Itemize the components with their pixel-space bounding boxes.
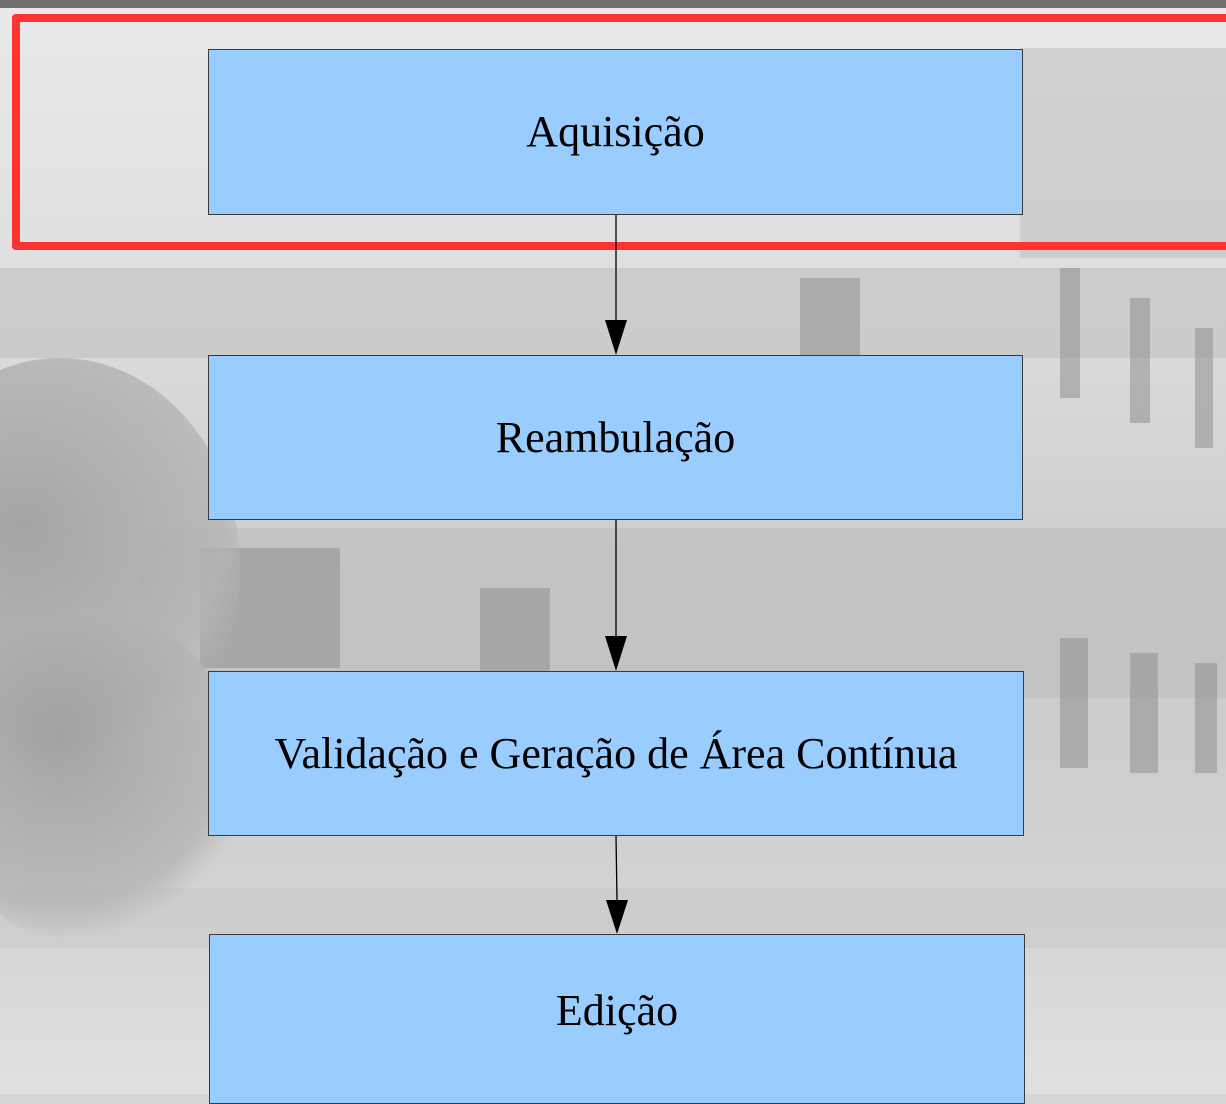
node-label: Validação e Geração de Área Contínua <box>274 728 958 778</box>
top-strip <box>0 0 1226 8</box>
node-reambulacao[interactable]: Reambulação <box>208 355 1023 520</box>
node-label: Reambulação <box>495 412 736 462</box>
node-aquisicao[interactable]: Aquisição <box>208 49 1023 215</box>
node-label: Edição <box>555 986 679 1035</box>
node-edicao[interactable]: Edição <box>209 934 1025 1104</box>
node-validacao-geracao-area-continua[interactable]: Validação e Geração de Área Contínua <box>208 671 1024 836</box>
node-label: Aquisição <box>526 107 705 156</box>
selection-highlight <box>12 14 1226 250</box>
